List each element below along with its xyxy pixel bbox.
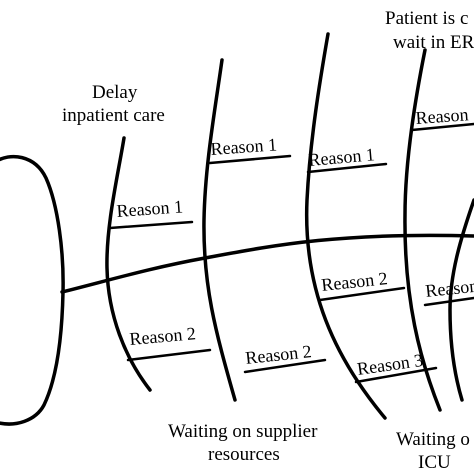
- reason-underline: [423, 296, 474, 307]
- reason-underline: [410, 122, 474, 132]
- reason-label: Reason 2: [129, 323, 197, 349]
- bone-3: [304, 32, 387, 420]
- category-caption: Delay: [92, 82, 138, 103]
- reason-label: Reason 1: [116, 196, 184, 221]
- category-caption: ICU: [418, 452, 451, 473]
- fish-head: [0, 154, 65, 426]
- reason-underline: [306, 162, 388, 174]
- category-caption: resources: [208, 444, 280, 465]
- category-caption: wait in ER: [393, 32, 474, 53]
- reason-label: Reason 3: [356, 350, 425, 379]
- spine-line: [60, 233, 474, 294]
- reason-underline: [126, 348, 212, 362]
- reason-label: Reason: [424, 276, 474, 301]
- bone-1: [105, 136, 152, 392]
- reason-label: Reason: [415, 104, 469, 128]
- reason-underline: [243, 358, 327, 374]
- bone-5: [448, 198, 474, 402]
- bone-4: [403, 48, 442, 412]
- reason-underline: [354, 366, 438, 384]
- reason-underline: [318, 286, 406, 302]
- reason-underline: [108, 220, 194, 230]
- reason-label: Reason 1: [210, 134, 278, 159]
- category-caption: Waiting on supplier: [168, 421, 318, 442]
- category-caption: inpatient care: [62, 105, 165, 126]
- category-caption: Waiting o: [396, 429, 470, 450]
- reason-underline: [208, 154, 292, 165]
- category-caption: Patient is c: [385, 8, 468, 29]
- bone-2: [202, 58, 237, 402]
